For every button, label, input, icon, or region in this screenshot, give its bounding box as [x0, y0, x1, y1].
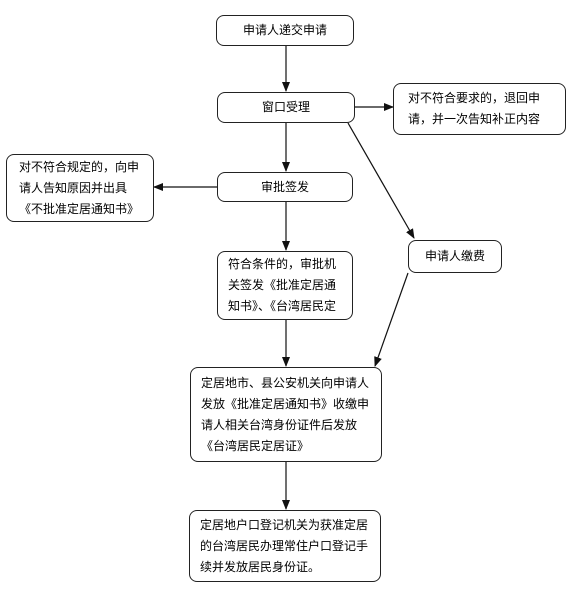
- node-approve-label: 符合条件的，审批机关签发《批准定居通知书》、《台湾居民定: [228, 257, 337, 313]
- node-reject-return-label: 对不符合要求的，退回申请，并一次告知补正内容: [408, 91, 541, 126]
- node-accept: 窗口受理: [217, 92, 355, 123]
- node-pay-label: 申请人缴费: [424, 249, 485, 263]
- node-pay: 申请人缴费: [408, 240, 502, 273]
- node-review-label: 审批签发: [260, 179, 309, 194]
- node-reject-notice: 对不符合规定的，向申请人告知原因并出具《不批准定居通知书》: [6, 154, 154, 222]
- arrow-accept-to-pay: [347, 122, 415, 239]
- node-register-label: 定居地户口登记机关为获准定居的台湾居民办理常住户口登记手续并发放居民身份证。: [200, 517, 369, 574]
- node-accept-label: 窗口受理: [261, 100, 310, 114]
- node-reject-return: 对不符合要求的，退回申请，并一次告知补正内容: [393, 83, 566, 135]
- node-issue-label: 定居地市、县公安机关向申请人发放《批准定居通知书》收缴申请人相关台湾身份证件后发…: [201, 375, 370, 453]
- node-approve: 符合条件的，审批机关签发《批准定居通知书》、《台湾居民定: [217, 251, 353, 320]
- node-submit-label: 申请人递交申请: [242, 23, 327, 37]
- arrow-pay-to-issue: [374, 272, 409, 367]
- node-issue: 定居地市、县公安机关向申请人发放《批准定居通知书》收缴申请人相关台湾身份证件后发…: [190, 367, 382, 462]
- node-register: 定居地户口登记机关为获准定居的台湾居民办理常住户口登记手续并发放居民身份证。: [189, 510, 381, 582]
- node-submit: 申请人递交申请: [216, 15, 354, 46]
- node-reject-notice-label: 对不符合规定的，向申请人告知原因并出具《不批准定居通知书》: [19, 159, 140, 216]
- node-review: 审批签发: [217, 172, 353, 202]
